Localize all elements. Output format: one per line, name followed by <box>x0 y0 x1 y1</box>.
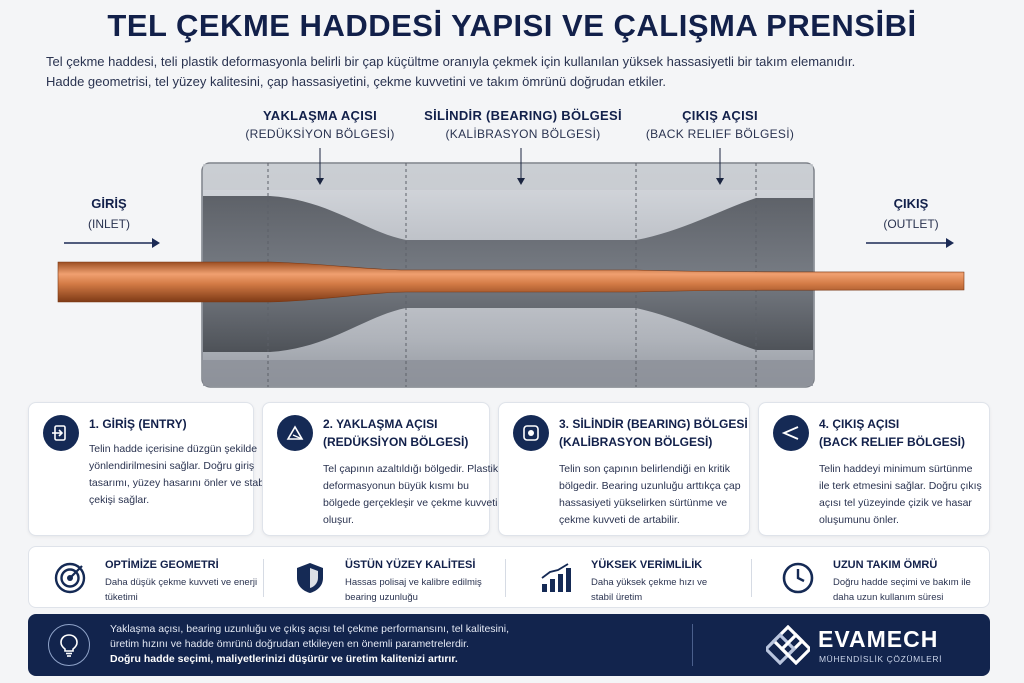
exit-angle-icon <box>773 415 809 451</box>
intro-text: Tel çekme haddesi, teli plastik deformas… <box>46 52 986 92</box>
card-approach-title-2: (REDÜKSİYON BÖLGESİ) <box>323 435 469 449</box>
benefit-tool-life-text: Doğru hadde seçimi ve bakım ile daha uzu… <box>833 577 971 603</box>
benefit-tool-life: UZUN TAKIM ÖMRÜ Doğru hadde seçimi ve ba… <box>779 547 979 609</box>
footer-bold-line: Doğru hadde seçimi, maliyetlerinizi düşü… <box>110 653 458 665</box>
card-approach-text: Tel çapının azaltıldığı bölgedir. Plasti… <box>323 463 499 526</box>
benefit-surface-title: ÜSTÜN YÜZEY KALİTESİ <box>345 559 476 571</box>
zone-title-bearing: SİLİNDİR (BEARING) BÖLGESİ <box>424 108 622 123</box>
benefit-efficiency-text: Daha yüksek çekme hızı ve stabil üretim <box>591 577 708 603</box>
zone-title-exit: ÇIKIŞ AÇISI <box>682 108 758 123</box>
target-icon <box>51 559 89 597</box>
zone-sub-bearing: (KALİBRASYON BÖLGESİ) <box>445 127 601 141</box>
outlet-title: ÇIKIŞ <box>893 196 929 211</box>
card-exit: 4. ÇIKIŞ AÇISI (BACK RELIEF BÖLGESİ) Tel… <box>758 402 990 536</box>
card-entry-title-1: 1. GİRİŞ (ENTRY) <box>89 417 187 431</box>
benefit-surface-text: Hassas polisaj ve kalibre edilmiş bearin… <box>345 577 482 603</box>
card-bearing: 3. SİLİNDİR (BEARING) BÖLGESİ (KALİBRASY… <box>498 402 750 536</box>
footer-divider <box>692 624 693 666</box>
benefit-geometry-title: OPTİMİZE GEOMETRİ <box>105 559 219 571</box>
page-title: TEL ÇEKME HADDESİ YAPISI VE ÇALIŞMA PREN… <box>107 8 917 43</box>
pointer-exit <box>716 148 724 185</box>
clock-icon <box>779 559 817 597</box>
benefit-efficiency: YÜKSEK VERİMLİLİK Daha yüksek çekme hızı… <box>537 547 747 609</box>
copper-wire <box>57 261 965 303</box>
lightbulb-icon <box>48 624 90 666</box>
zone-label-approach: YAKLAŞMA AÇISI (REDÜKSİYON BÖLGESİ) <box>210 108 430 141</box>
footer-banner: Yaklaşma açısı, bearing uzunluğu ve çıkı… <box>28 614 990 676</box>
zone-sub-approach: (REDÜKSİYON BÖLGESİ) <box>245 127 395 141</box>
die-diagram <box>57 148 965 388</box>
benefit-divider <box>263 559 264 597</box>
benefit-tool-life-title: UZUN TAKIM ÖMRÜ <box>833 559 938 571</box>
card-entry-title: 1. GİRİŞ (ENTRY) <box>89 415 187 433</box>
shield-icon <box>291 559 329 597</box>
growth-chart-icon <box>537 559 575 597</box>
card-approach: 2. YAKLAŞMA AÇISI (REDÜKSİYON BÖLGESİ) T… <box>262 402 498 536</box>
benefit-divider <box>751 559 752 597</box>
die-top-edge <box>203 164 813 190</box>
inlet-label: GİRİŞ (INLET) <box>54 196 164 231</box>
die-bottom-edge <box>203 360 813 386</box>
card-approach-title-1: 2. YAKLAŞMA AÇISI <box>323 417 438 431</box>
outlet-arrow <box>866 238 954 248</box>
benefit-surface: ÜSTÜN YÜZEY KALİTESİ Hassas polisaj ve k… <box>291 547 511 609</box>
zone-label-exit: ÇIKIŞ AÇISI (BACK RELIEF BÖLGESİ) <box>610 108 830 141</box>
card-exit-title-2: (BACK RELIEF BÖLGESİ) <box>819 435 965 449</box>
outlet-sub: (OUTLET) <box>883 217 939 231</box>
brand-tagline: MÜHENDİSLİK ÇÖZÜMLERİ <box>819 654 943 664</box>
card-bearing-text: Telin son çapının belirlendiği en kritik… <box>559 463 741 526</box>
card-entry-text: Telin hadde içerisine düzgün şekilde yön… <box>89 443 269 506</box>
evamech-logo <box>763 624 813 670</box>
card-approach-title: 2. YAKLAŞMA AÇISI (REDÜKSİYON BÖLGESİ) <box>323 415 468 451</box>
card-entry: 1. GİRİŞ (ENTRY) Telin hadde içerisine d… <box>28 402 269 536</box>
card-bearing-title-2: (KALİBRASYON BÖLGESİ) <box>559 435 713 449</box>
zone-title-approach: YAKLAŞMA AÇISI <box>263 108 377 123</box>
angle-icon <box>277 415 313 451</box>
footer-line-2: üretim hızını ve hadde ömrünü doğrudan e… <box>110 638 469 650</box>
intro-line-1: Tel çekme haddesi, teli plastik deformas… <box>46 54 856 69</box>
inlet-title: GİRİŞ <box>91 196 127 211</box>
zone-sub-exit: (BACK RELIEF BÖLGESİ) <box>645 127 795 141</box>
card-exit-title: 4. ÇIKIŞ AÇISI (BACK RELIEF BÖLGESİ) <box>819 415 965 451</box>
brand-name: EVAMECH <box>818 626 939 652</box>
card-bearing-title: 3. SİLİNDİR (BEARING) BÖLGESİ (KALİBRASY… <box>559 415 748 451</box>
footer-line-1: Yaklaşma açısı, bearing uzunluğu ve çıkı… <box>110 623 509 635</box>
entry-icon <box>43 415 79 451</box>
benefit-divider <box>505 559 506 597</box>
benefits-strip: OPTİMİZE GEOMETRİ Daha düşük çekme kuvve… <box>28 546 990 608</box>
pointer-bearing <box>517 148 525 185</box>
benefit-geometry-text: Daha düşük çekme kuvveti ve enerji tüket… <box>105 577 258 603</box>
benefit-efficiency-title: YÜKSEK VERİMLİLİK <box>591 559 703 571</box>
card-bearing-title-1: 3. SİLİNDİR (BEARING) BÖLGESİ <box>559 417 748 431</box>
card-exit-text: Telin haddeyi minimum sürtünme ile terk … <box>819 463 982 526</box>
inlet-sub: (INLET) <box>88 217 130 231</box>
benefit-geometry: OPTİMİZE GEOMETRİ Daha düşük çekme kuvve… <box>51 547 271 609</box>
pointer-approach <box>316 148 324 185</box>
footer-text: Yaklaşma açısı, bearing uzunluğu ve çıkı… <box>110 622 690 667</box>
cylinder-icon <box>513 415 549 451</box>
zone-label-bearing: SİLİNDİR (BEARING) BÖLGESİ (KALİBRASYON … <box>413 108 633 141</box>
intro-line-2: Hadde geometrisi, tel yüzey kalitesini, … <box>46 74 666 89</box>
card-exit-title-1: 4. ÇIKIŞ AÇISI <box>819 417 900 431</box>
inlet-arrow <box>64 238 160 248</box>
outlet-label: ÇIKIŞ (OUTLET) <box>856 196 966 231</box>
